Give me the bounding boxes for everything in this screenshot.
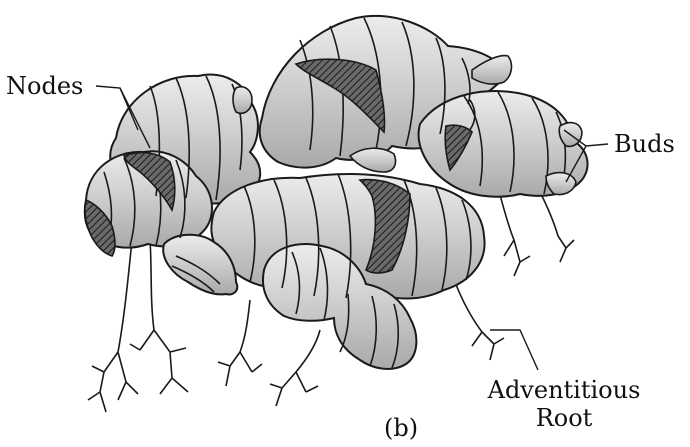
bud-mid [348, 147, 397, 173]
scale-leaf-5 [444, 124, 473, 172]
buds-leader-2 [565, 145, 587, 183]
root-7 [539, 191, 575, 263]
label-adventitious-line2: Root [535, 404, 593, 432]
root-5 [454, 281, 505, 361]
scale-leaf-2 [122, 151, 176, 213]
nodes-leader-2 [119, 87, 151, 149]
root-1 [87, 239, 139, 413]
label-adventitious-line1: Adventitious [487, 376, 641, 404]
scale-leaves [84, 58, 473, 274]
root-2 [129, 239, 189, 395]
root-4 [269, 329, 321, 407]
label-nodes: Nodes [6, 72, 84, 100]
leader-lines [95, 85, 609, 371]
label-buds: Buds [614, 130, 675, 158]
root-3 [217, 299, 263, 387]
bud-top [471, 54, 513, 85]
root-6 [494, 177, 531, 277]
bud-left-top [232, 85, 253, 115]
bottom-lobe [262, 243, 418, 370]
small-bud-lobe [162, 233, 239, 296]
caption: (b) [384, 414, 419, 442]
adventitious-roots [87, 177, 575, 413]
bud-right-2 [545, 171, 577, 196]
scale-leaf-3 [84, 198, 116, 257]
right-lobe [417, 90, 589, 198]
adventitious-leader [490, 329, 539, 371]
scale-leaf-1 [294, 58, 386, 134]
scale-leaf-4 [358, 178, 411, 274]
